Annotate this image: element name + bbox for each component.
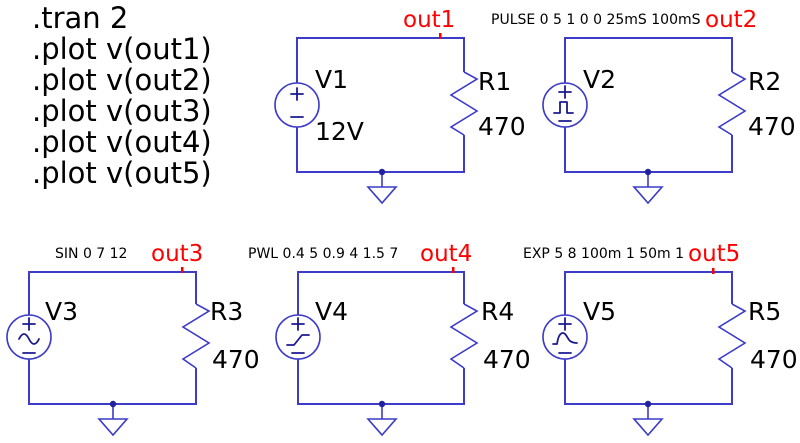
resistor-designator-r2[interactable]: R2	[748, 67, 782, 96]
ground-icon	[366, 404, 398, 437]
wire-loop[interactable]	[297, 271, 465, 405]
voltage-source-v4-symbol[interactable]	[275, 314, 321, 360]
resistor-value-r5[interactable]: 470	[750, 345, 798, 374]
ground-symbol[interactable]	[366, 172, 398, 205]
exp-source-icon	[552, 332, 578, 345]
directive-line[interactable]: .tran 2	[32, 1, 129, 35]
resistor-value-r2[interactable]: 470	[748, 112, 796, 141]
resistor-value-r1[interactable]: 470	[478, 112, 526, 141]
resistor-designator-r1[interactable]: R1	[478, 67, 512, 96]
resistor-value-r3[interactable]: 470	[212, 345, 260, 374]
source-designator-v5[interactable]: V5	[583, 297, 617, 326]
source-designator-v4[interactable]: V4	[315, 297, 349, 326]
source-circle	[274, 82, 320, 128]
resistor-designator-r5[interactable]: R5	[748, 297, 782, 326]
circuit-1	[274, 33, 479, 205]
circuit-2	[542, 37, 747, 205]
node-anchor	[712, 268, 715, 274]
directive-line[interactable]: .plot v(out1)	[32, 32, 212, 66]
wire-loop[interactable]	[28, 271, 197, 405]
ground-icon	[366, 172, 398, 205]
ground-icon	[632, 172, 664, 205]
source-circle	[6, 314, 52, 360]
ground-icon	[632, 404, 664, 437]
ground-symbol[interactable]	[632, 172, 664, 205]
spice-directives[interactable]: .tran 2 .plot v(out1) .plot v(out2) .plo…	[32, 3, 212, 189]
circuit-3	[6, 267, 211, 437]
plus-icon	[290, 87, 304, 101]
source-designator-v3[interactable]: V3	[45, 297, 79, 326]
directive-line[interactable]: .plot v(out2)	[32, 63, 212, 97]
pulse-source-icon	[553, 101, 574, 114]
node-label-out2[interactable]: out2	[705, 7, 758, 33]
junction-dot	[378, 168, 386, 176]
resistor-r2-symbol[interactable]	[717, 71, 747, 136]
voltage-source-v5-symbol[interactable]	[542, 314, 588, 360]
plus-icon	[22, 317, 36, 331]
source-circle	[275, 314, 321, 360]
plus-icon	[558, 85, 572, 99]
resistor-r3-symbol[interactable]	[181, 303, 211, 369]
circuit-4	[275, 267, 479, 437]
directive-line[interactable]: .plot v(out3)	[32, 94, 212, 128]
node-anchor	[181, 267, 184, 273]
ground-symbol[interactable]	[632, 404, 664, 437]
junction-dot	[644, 400, 652, 408]
junction-dot	[109, 400, 117, 408]
resistor-r1-symbol[interactable]	[449, 71, 479, 136]
source-circle	[542, 314, 588, 360]
source-value-v5[interactable]: EXP 5 8 100m 1 50m 1	[523, 246, 685, 262]
node-anchor	[439, 33, 442, 39]
voltage-source-v2-symbol[interactable]	[542, 82, 588, 128]
wire-loop[interactable]	[564, 271, 733, 405]
voltage-source-v1-symbol[interactable]	[274, 82, 320, 128]
node-label-out3[interactable]: out3	[151, 241, 204, 267]
resistor-r5-symbol[interactable]	[717, 303, 747, 369]
resistor-designator-r4[interactable]: R4	[481, 297, 515, 326]
source-designator-v1[interactable]: V1	[315, 65, 349, 94]
pwl-source-icon	[286, 334, 310, 346]
directive-line[interactable]: .plot v(out4)	[32, 125, 212, 159]
node-label-out5[interactable]: out5	[688, 241, 741, 267]
ground-symbol[interactable]	[97, 404, 129, 437]
source-circle	[542, 82, 588, 128]
resistor-value-r4[interactable]: 470	[483, 345, 531, 374]
circuit-5	[542, 268, 747, 437]
directive-line[interactable]: .plot v(out5)	[32, 156, 212, 190]
node-anchor	[452, 267, 455, 273]
voltage-source-v3-symbol[interactable]	[6, 314, 52, 360]
ground-icon	[97, 404, 129, 437]
source-value-v4[interactable]: PWL 0.4 5 0.9 4 1.5 7	[248, 246, 399, 262]
wire-loop[interactable]	[564, 37, 733, 173]
source-value-v2[interactable]: PULSE 0 5 1 0 0 25mS 100mS	[491, 12, 701, 28]
sine-source-icon	[18, 333, 40, 345]
wire-loop[interactable]	[296, 37, 465, 173]
resistor-designator-r3[interactable]: R3	[210, 297, 244, 326]
plus-icon	[291, 317, 305, 331]
source-value-v1[interactable]: 12V	[315, 117, 364, 146]
source-designator-v2[interactable]: V2	[583, 65, 617, 94]
junction-dot	[378, 400, 386, 408]
resistor-r4-symbol[interactable]	[449, 303, 479, 369]
junction-dot	[644, 168, 652, 176]
source-value-v3[interactable]: SIN 0 7 12	[55, 246, 128, 262]
ground-symbol[interactable]	[366, 404, 398, 437]
node-label-out4[interactable]: out4	[420, 241, 473, 267]
node-label-out1[interactable]: out1	[403, 7, 456, 33]
plus-icon	[558, 317, 572, 331]
